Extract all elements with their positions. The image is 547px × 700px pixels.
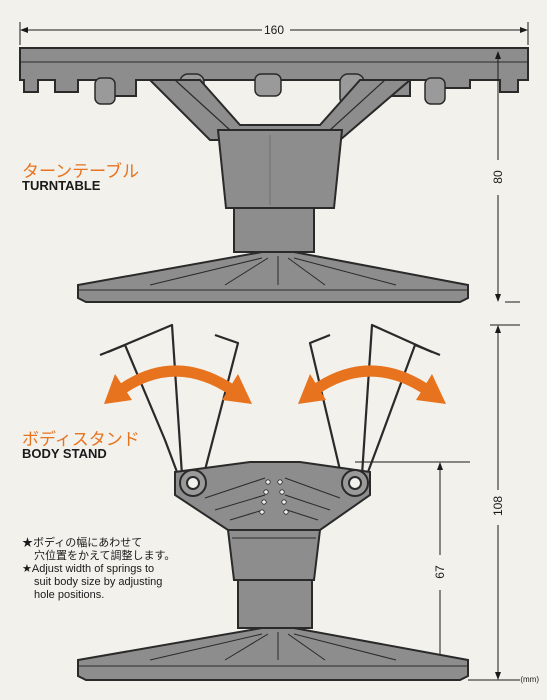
left-adjust-arrow xyxy=(104,365,252,404)
note-en-line-3: hole positions. xyxy=(34,589,105,601)
body-stand-base xyxy=(77,627,469,681)
note-en-line-2: suit body size by adjusting xyxy=(34,576,163,588)
body-stand-height-dimension xyxy=(468,324,520,681)
left-spring-pivot xyxy=(179,469,207,497)
adjustment-holes xyxy=(259,479,289,515)
width-dimension xyxy=(19,22,529,45)
turntable-base xyxy=(77,251,469,303)
body-stand-height-label: 108 xyxy=(491,495,505,517)
right-adjust-arrow xyxy=(298,365,446,404)
unit-label: (mm) xyxy=(520,675,539,684)
body-stand-label-en: BODY STAND xyxy=(22,446,107,461)
turntable-column xyxy=(216,129,344,253)
body-stand-column xyxy=(226,529,322,629)
note-jp-line-1: ★ボディの幅にあわせて xyxy=(22,537,143,549)
left-spring-outer xyxy=(99,323,240,481)
right-spring-pivot xyxy=(341,469,369,497)
right-spring-outer xyxy=(308,323,441,481)
axle-height-label: 67 xyxy=(433,565,447,579)
body-stand-label-jp: ボディスタンド xyxy=(22,430,140,449)
note-en-line-1: ★Adjust width of springs to xyxy=(22,563,155,575)
turntable-height-label: 80 xyxy=(491,170,505,184)
turntable-label-en: TURNTABLE xyxy=(22,178,101,193)
turntable-top-plate xyxy=(19,47,529,107)
adjustment-notes: ★ボディの幅にあわせて 穴位置をかえて調整します。 ★Adjust width … xyxy=(22,537,222,602)
turntable-label-jp: ターンテーブル xyxy=(22,162,140,181)
width-dimension-label: 160 xyxy=(264,23,285,37)
turntable-height-dimension xyxy=(495,51,520,303)
body-stand-head xyxy=(174,461,371,531)
note-jp-line-2: 穴位置をかえて調整します。 xyxy=(34,550,176,562)
